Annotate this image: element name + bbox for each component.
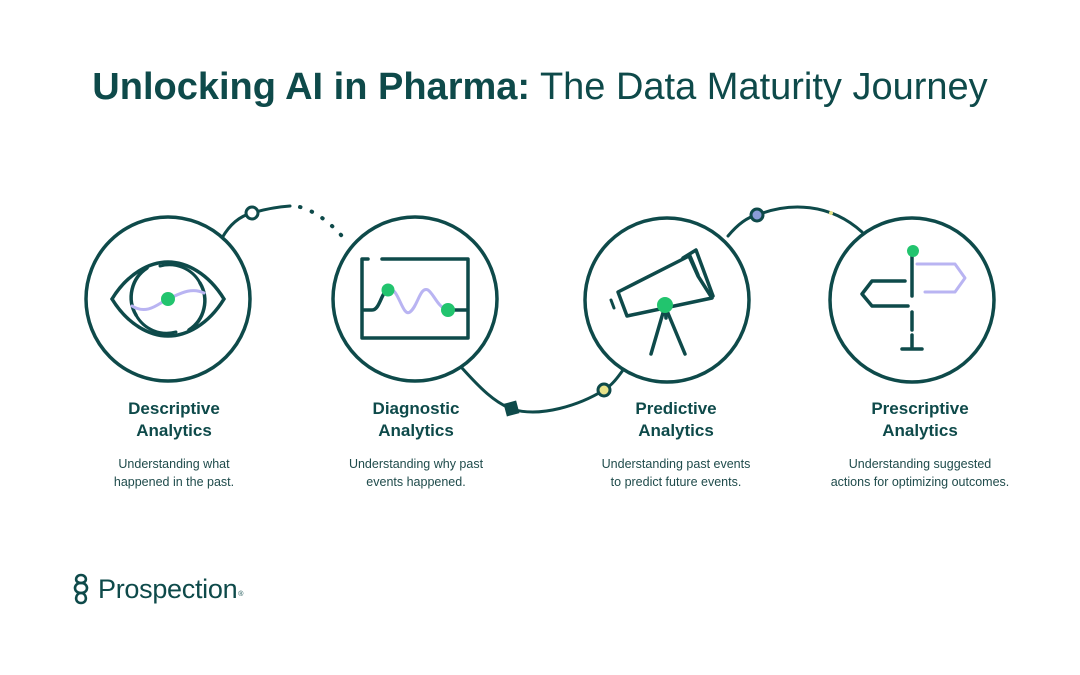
step-2-title-line1: Diagnostic	[372, 399, 460, 418]
step-2-icon-circle	[331, 215, 499, 383]
eye-icon	[109, 260, 227, 338]
monitor-chart-icon	[360, 257, 470, 340]
node-5-dot	[829, 211, 833, 215]
logo-text: Prospection®	[98, 574, 243, 605]
step-2-desc-line2: events happened.	[366, 475, 466, 489]
step-2-desc-line1: Understanding why past	[348, 457, 484, 471]
connector-1-2-dotted	[298, 205, 350, 245]
prospection-logo-icon	[73, 573, 89, 605]
step-3-title-line1: Predictive	[635, 399, 717, 418]
step-3-title-line2: Analytics	[638, 421, 714, 440]
step-3-desc-line2: to predict future events.	[610, 475, 742, 489]
page-title: Unlocking AI in Pharma: The Data Maturit…	[0, 62, 1080, 112]
logo-registered-mark: ®	[238, 590, 244, 598]
connector-3-4	[726, 205, 864, 238]
node-3	[596, 382, 612, 398]
logo-wordmark: Prospection	[98, 573, 238, 604]
step-4-desc-line2: actions for optimizing outcomes.	[830, 475, 1010, 489]
step-1-description: Understanding what happened in the past.	[59, 455, 289, 491]
telescope-icon	[609, 248, 715, 356]
journey-path	[220, 204, 864, 414]
step-4-description: Understanding suggested actions for optim…	[805, 455, 1035, 491]
step-1-title-line1: Descriptive	[128, 399, 220, 418]
step-2-description: Understanding why past events happened.	[301, 455, 531, 491]
step-4-title-line1: Prescriptive	[871, 399, 969, 418]
step-3-icon-circle	[583, 216, 751, 384]
node-1	[244, 205, 260, 221]
step-4-title-line2: Analytics	[882, 421, 958, 440]
connector-2-3	[460, 364, 628, 414]
signpost-icon	[860, 245, 967, 351]
step-1-desc-line1: Understanding what	[118, 457, 230, 471]
step-3-description: Understanding past events to predict futu…	[561, 455, 791, 491]
title-bold: Unlocking AI in Pharma:	[92, 66, 531, 108]
step-4-icon-circle	[828, 216, 996, 384]
title-light: The Data Maturity Journey	[539, 66, 988, 108]
step-4-desc-line1: Understanding suggested	[848, 457, 992, 471]
step-3-desc-line1: Understanding past events	[601, 457, 751, 471]
step-1-icon-circle	[84, 215, 252, 383]
step-1-desc-line2: happened in the past.	[113, 475, 235, 489]
step-1-title-line2: Analytics	[136, 421, 212, 440]
node-4	[749, 207, 765, 223]
step-2-title-line2: Analytics	[378, 421, 454, 440]
node-2-diamond	[503, 400, 520, 417]
prospection-logo: Prospection®	[70, 572, 243, 606]
